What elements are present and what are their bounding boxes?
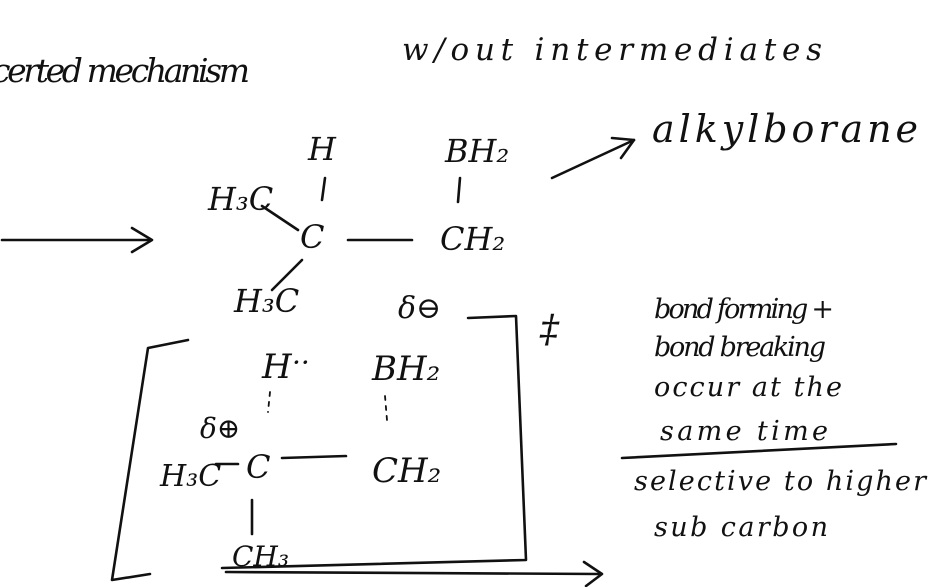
transition-state: δ⊖ H ·· BH₂ δ⊕ H₃C C CH₂ CH₃ ‡ <box>110 291 604 587</box>
ts-bh2: BH₂ <box>371 349 440 389</box>
product-h3c-upper: H₃C <box>207 180 273 218</box>
bond-h-c <box>320 176 327 202</box>
ts-ch3-bottom: CH₃ <box>232 540 289 573</box>
concerted-mechanism-text: certed mechanism <box>0 51 250 90</box>
ts-left-bracket <box>110 338 190 582</box>
bond-h3c-c-upper <box>260 204 300 232</box>
product-bh2-top: BH₂ <box>444 132 509 170</box>
bond-c-h3c-lower <box>270 258 304 292</box>
product-structure: H BH₂ H₃C C CH₂ H₃C <box>207 130 509 320</box>
reaction-arrow <box>0 226 154 254</box>
side-notes: bond forming + bond breaking occur at th… <box>620 294 928 543</box>
ts-dots-hb: ·· <box>292 346 310 379</box>
ts-delta-minus: δ⊖ <box>398 291 441 326</box>
product-h-top: H <box>307 130 337 168</box>
note-line-3: occur at the <box>654 372 842 403</box>
ts-double-dagger: ‡ <box>539 307 560 351</box>
product-ch2-right: CH₂ <box>440 220 505 258</box>
ts-bond-c-ch2 <box>280 454 348 460</box>
note-line-4: same time <box>660 416 828 447</box>
ts-h3c-left: H₃C <box>159 459 221 494</box>
ts-partial-bond-b-c <box>384 395 388 421</box>
ts-right-bracket <box>220 314 528 570</box>
alkylborane-pointer-arrow <box>550 136 636 180</box>
ts-partial-bond-h-c <box>267 391 271 413</box>
ts-c-center: C <box>246 448 270 486</box>
alkylborane-label: alkylborane <box>652 107 918 151</box>
note-line-6: sub carbon <box>654 512 828 543</box>
note-line-1: bond forming + <box>654 294 834 325</box>
note-underline <box>620 442 898 460</box>
ts-delta-plus: δ⊕ <box>200 412 240 445</box>
without-intermediates-text: w/out intermediates <box>402 32 822 68</box>
bond-b-ch2 <box>456 176 462 204</box>
note-line-2: bond breaking <box>654 332 826 363</box>
ts-h-atom: H <box>261 347 293 387</box>
note-line-5: selective to higher <box>634 466 928 497</box>
ts-ch2-right: CH₂ <box>372 451 441 491</box>
ts-to-notes-arrow <box>224 570 602 576</box>
product-c-center: C <box>300 218 324 256</box>
product-h3c-lower: H₃C <box>233 282 299 320</box>
